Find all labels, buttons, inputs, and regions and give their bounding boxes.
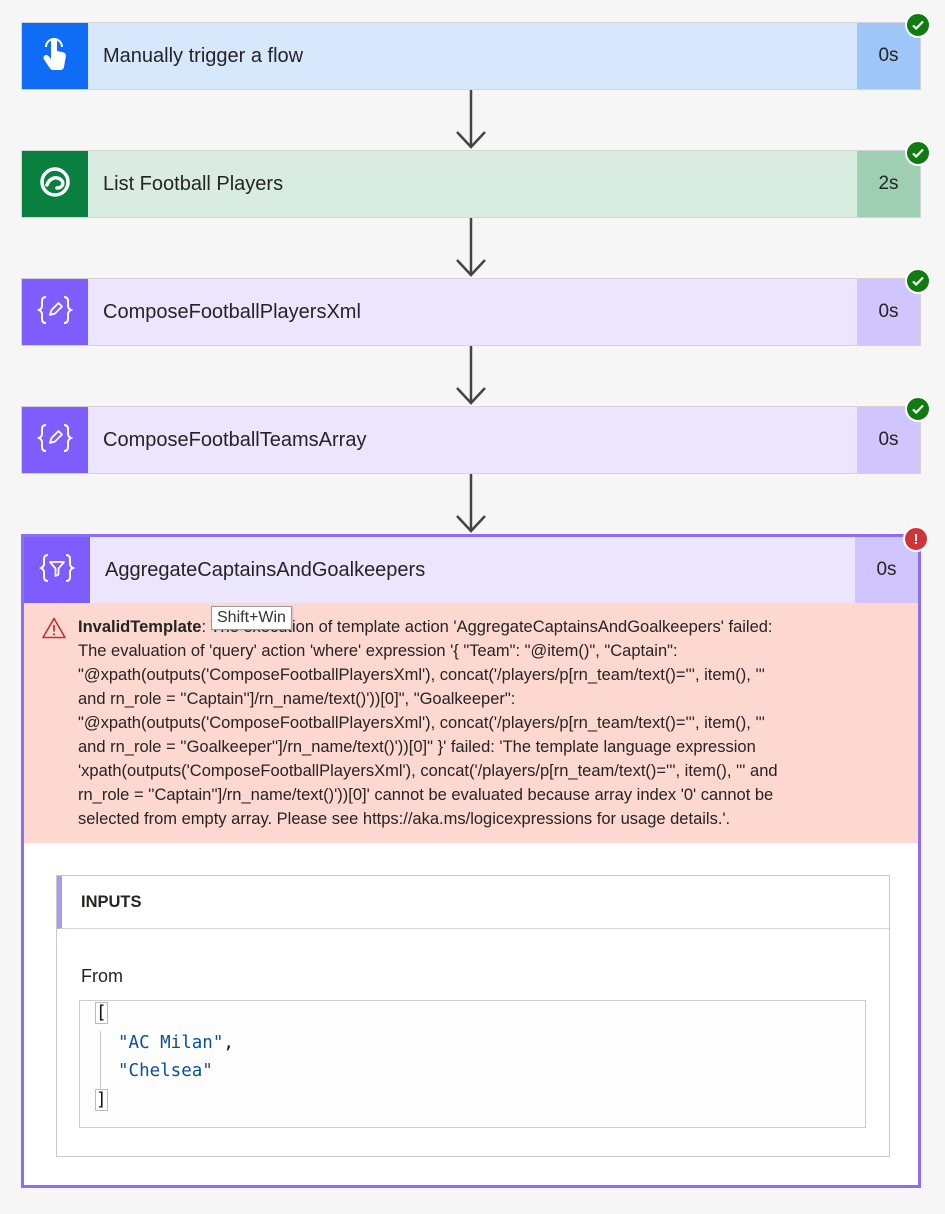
step-title: AggregateCaptainsAndGoalkeepers bbox=[105, 558, 426, 581]
step-title: List Football Players bbox=[103, 172, 284, 195]
inputs-header[interactable]: INPUTS bbox=[57, 876, 889, 929]
from-label: From bbox=[81, 966, 123, 986]
step-compose-teams-array[interactable]: ComposeFootballTeamsArray 0s bbox=[21, 396, 931, 474]
code-line: "AC Milan", bbox=[118, 1033, 234, 1053]
step-manually-trigger[interactable]: Manually trigger a flow 0s bbox=[21, 12, 931, 90]
step-icon-box bbox=[22, 407, 88, 473]
error-line: 'xpath(outputs('ComposeFootballPlayersXm… bbox=[78, 762, 778, 780]
code-string: "AC Milan" bbox=[118, 1033, 224, 1053]
keyboard-shortcut-tooltip: Shift+Win bbox=[211, 606, 292, 630]
code-line: "Chelsea" bbox=[118, 1061, 213, 1081]
step-icon-box bbox=[22, 23, 88, 89]
error-message: InvalidTemplate: The execution of templa… bbox=[24, 603, 918, 843]
error-line: and rn_role = ''Goalkeeper'']/rn_name/te… bbox=[78, 738, 756, 756]
code-line: [ bbox=[95, 1002, 108, 1024]
flow-arrow-icon bbox=[456, 346, 486, 405]
success-check-icon bbox=[905, 396, 931, 422]
filter-array-icon bbox=[38, 553, 76, 588]
hand-pointer-icon bbox=[40, 37, 70, 76]
step-list-football-players[interactable]: List Football Players 2s bbox=[21, 140, 931, 218]
flow-arrow-icon bbox=[456, 474, 486, 533]
indent-guide bbox=[100, 1031, 101, 1101]
error-line: "@xpath(outputs('ComposeFootballPlayersX… bbox=[78, 666, 765, 684]
success-check-icon bbox=[905, 140, 931, 166]
step-title: ComposeFootballTeamsArray bbox=[103, 428, 367, 451]
code-string: "Chelsea" bbox=[118, 1061, 213, 1081]
error-line: rn_role = ''Captain'']/rn_name/text()'))… bbox=[78, 786, 774, 804]
flow-arrow-icon bbox=[456, 90, 486, 149]
code-line: ] bbox=[95, 1089, 108, 1111]
success-check-icon bbox=[905, 12, 931, 38]
error-line: The evaluation of 'query' action 'where'… bbox=[78, 642, 678, 660]
step-icon-box bbox=[22, 151, 88, 217]
failed-step-header[interactable]: AggregateCaptainsAndGoalkeepers 0s ! bbox=[24, 526, 929, 603]
step-icon-box bbox=[24, 537, 90, 603]
step-title: Manually trigger a flow bbox=[103, 44, 304, 67]
error-line: InvalidTemplate: The execution of templa… bbox=[78, 618, 773, 636]
from-code-view[interactable]: [ "AC Milan", "Chelsea" ] bbox=[79, 1000, 866, 1128]
compose-icon bbox=[36, 295, 74, 330]
step-compose-players-xml[interactable]: ComposeFootballPlayersXml 0s bbox=[21, 268, 931, 346]
step-title: ComposeFootballPlayersXml bbox=[103, 300, 361, 323]
inputs-panel: INPUTS From [ "AC Milan", "Chelsea" ] bbox=[56, 875, 890, 1157]
warning-icon bbox=[42, 617, 66, 646]
close-bracket: ] bbox=[95, 1089, 108, 1111]
flow-arrow-icon bbox=[456, 218, 486, 277]
step-icon-box bbox=[22, 279, 88, 345]
error-status-icon: ! bbox=[903, 526, 929, 552]
error-code: InvalidTemplate bbox=[78, 618, 202, 636]
step-aggregate-captains-goalkeepers: AggregateCaptainsAndGoalkeepers 0s ! Inv… bbox=[21, 526, 929, 1188]
compose-icon bbox=[36, 423, 74, 458]
open-bracket: [ bbox=[95, 1002, 108, 1024]
dataverse-icon bbox=[38, 165, 72, 204]
error-line: "@xpath(outputs('ComposeFootballPlayersX… bbox=[78, 714, 765, 732]
success-check-icon bbox=[905, 268, 931, 294]
error-line: and rn_role = ''Captain'']/rn_name/text(… bbox=[78, 690, 516, 708]
error-line: selected from empty array. Please see ht… bbox=[78, 810, 731, 828]
